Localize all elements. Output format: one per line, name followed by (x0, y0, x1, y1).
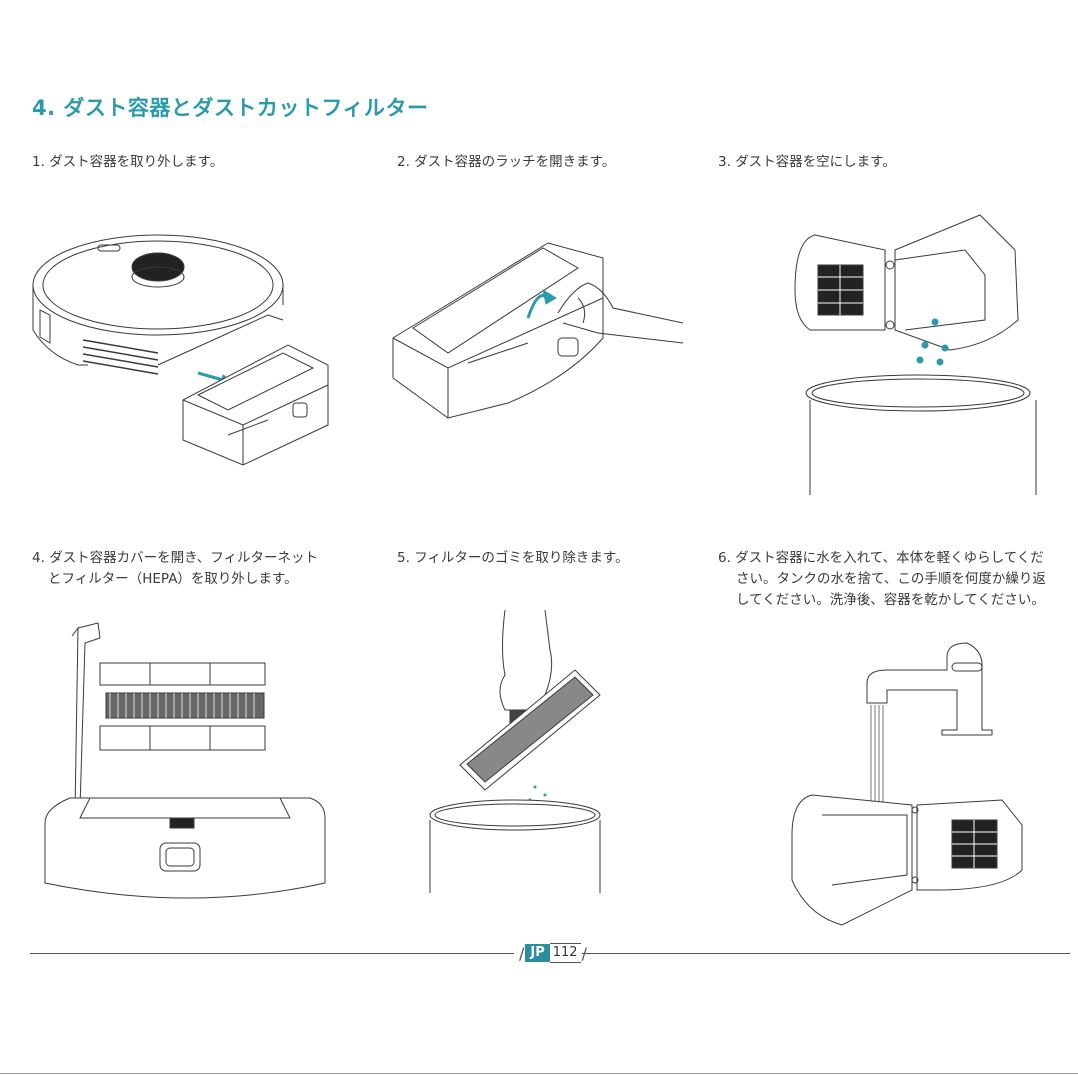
page-number: 112 (550, 943, 581, 963)
footer-rule-right (582, 953, 1070, 954)
dustbin-wash-illustration (787, 635, 1037, 930)
step-1-caption: 1. ダスト容器を取り外します。 (32, 152, 223, 173)
page-number-badge: / JP 112 / (518, 944, 588, 962)
section-title: 4. ダスト容器とダストカットフィルター (32, 92, 428, 122)
dustbin-filters-removed-illustration (40, 618, 330, 908)
dustbin-empty-illustration (790, 210, 1040, 500)
slash-glyph: / (582, 944, 587, 963)
step-4-caption: 4. ダスト容器カバーを開き、フィルターネット とフィルター（HEPA）を取り外… (32, 548, 318, 590)
slash-glyph: / (519, 944, 524, 963)
step-5-caption: 5. フィルターのゴミを取り除きます。 (397, 548, 629, 569)
dustbin-latch-open-illustration (388, 228, 688, 428)
step-3-caption: 3. ダスト容器を空にします。 (718, 152, 896, 173)
step-6-caption: 6. ダスト容器に水を入れて、本体を軽くゆらしてくだ さい。タンクの水を捨て、こ… (718, 548, 1046, 611)
robot-dustbin-removal-illustration (28, 225, 338, 470)
language-badge: JP (525, 944, 549, 962)
footer-rule-left (30, 953, 514, 954)
step-2-caption: 2. ダスト容器のラッチを開きます。 (397, 152, 615, 173)
filter-clean-illustration (425, 610, 610, 895)
page-bottom-edge (0, 1073, 1078, 1074)
